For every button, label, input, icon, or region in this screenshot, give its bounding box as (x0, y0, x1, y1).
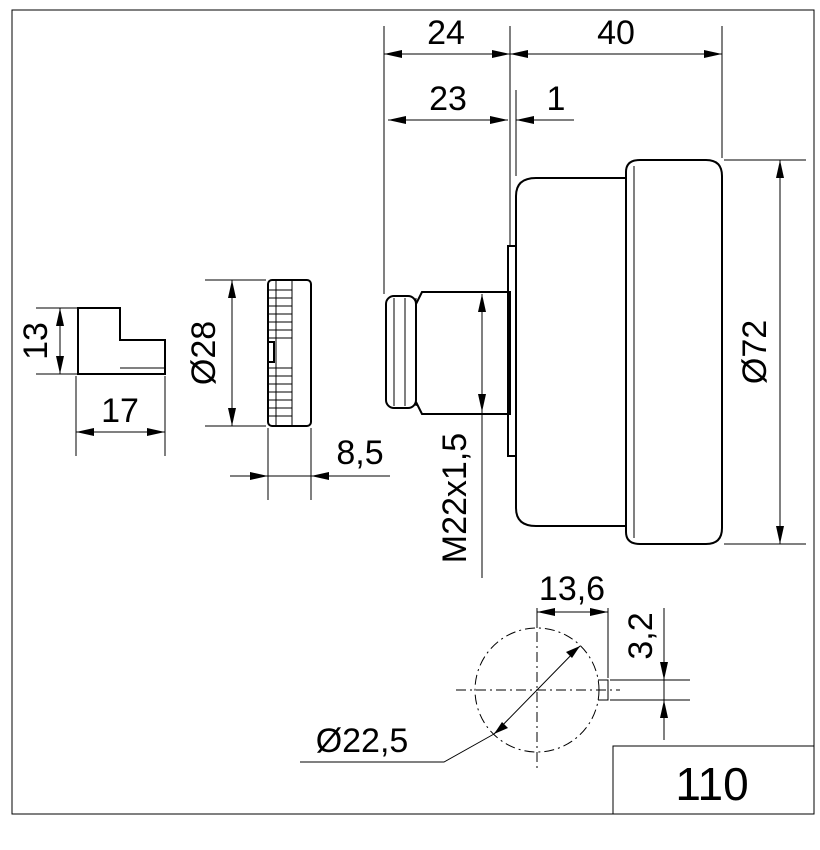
thread-tip (385, 295, 417, 409)
dim-17-label: 17 (101, 392, 139, 430)
dim-1-label: 1 (547, 80, 566, 118)
arrow (56, 356, 64, 374)
arrow (516, 116, 534, 124)
arrow (776, 160, 784, 178)
arrow (478, 294, 486, 312)
dim-40-label: 40 (597, 14, 635, 52)
arrow (147, 428, 165, 436)
arrow (566, 646, 580, 658)
arrow (311, 472, 329, 480)
arrow (660, 662, 668, 680)
cap (625, 159, 723, 545)
dia-28-label: Ø28 (185, 321, 223, 385)
arrow (704, 50, 722, 58)
drawing-number: 110 (675, 758, 748, 810)
arrow (228, 280, 236, 298)
nut-body (267, 279, 312, 427)
arrow (490, 116, 508, 124)
arrow (776, 526, 784, 544)
arrow (388, 116, 406, 124)
title-block-box (612, 745, 815, 815)
arrow (660, 700, 668, 718)
arrow (537, 608, 555, 616)
arrow (56, 308, 64, 326)
cutout-notch (598, 679, 609, 701)
thread-label: M22x1,5 (436, 433, 474, 563)
knurled-nut: Ø28 8,5 (185, 279, 390, 500)
arrow (492, 50, 510, 58)
arrow (510, 50, 528, 58)
neck (415, 291, 511, 415)
title-block: 110 (612, 745, 815, 815)
dim-8-5-label: 8,5 (336, 434, 383, 472)
arrow (590, 608, 608, 616)
dia-22-5-leader-tail (300, 733, 495, 763)
housing (515, 177, 627, 527)
arrow (478, 394, 486, 412)
drawing-frame (11, 9, 815, 815)
key-part: 13 17 (17, 307, 166, 456)
main-body: 24 40 23 1 Ø72 M22x1,5 (383, 14, 806, 578)
arrow (76, 428, 94, 436)
dim-23-label: 23 (429, 80, 467, 118)
arrow (228, 408, 236, 426)
dia-72-label: Ø72 (736, 320, 774, 384)
arrow (384, 50, 402, 58)
arrow (494, 722, 508, 734)
dia-22-5-leader (493, 645, 581, 735)
knurl-pattern (268, 289, 292, 417)
panel-cutout: 13,6 3,2 Ø22,5 (300, 570, 690, 770)
dim-24-label: 24 (427, 14, 465, 52)
arrow (250, 472, 268, 480)
dim-3-2-label: 3,2 (622, 612, 660, 659)
dim-13-label: 13 (17, 322, 55, 360)
nut-notch (268, 341, 275, 363)
dim-13-6-label: 13,6 (539, 570, 605, 608)
key-outline (77, 307, 166, 375)
dia-22-5-label: Ø22,5 (316, 722, 409, 760)
